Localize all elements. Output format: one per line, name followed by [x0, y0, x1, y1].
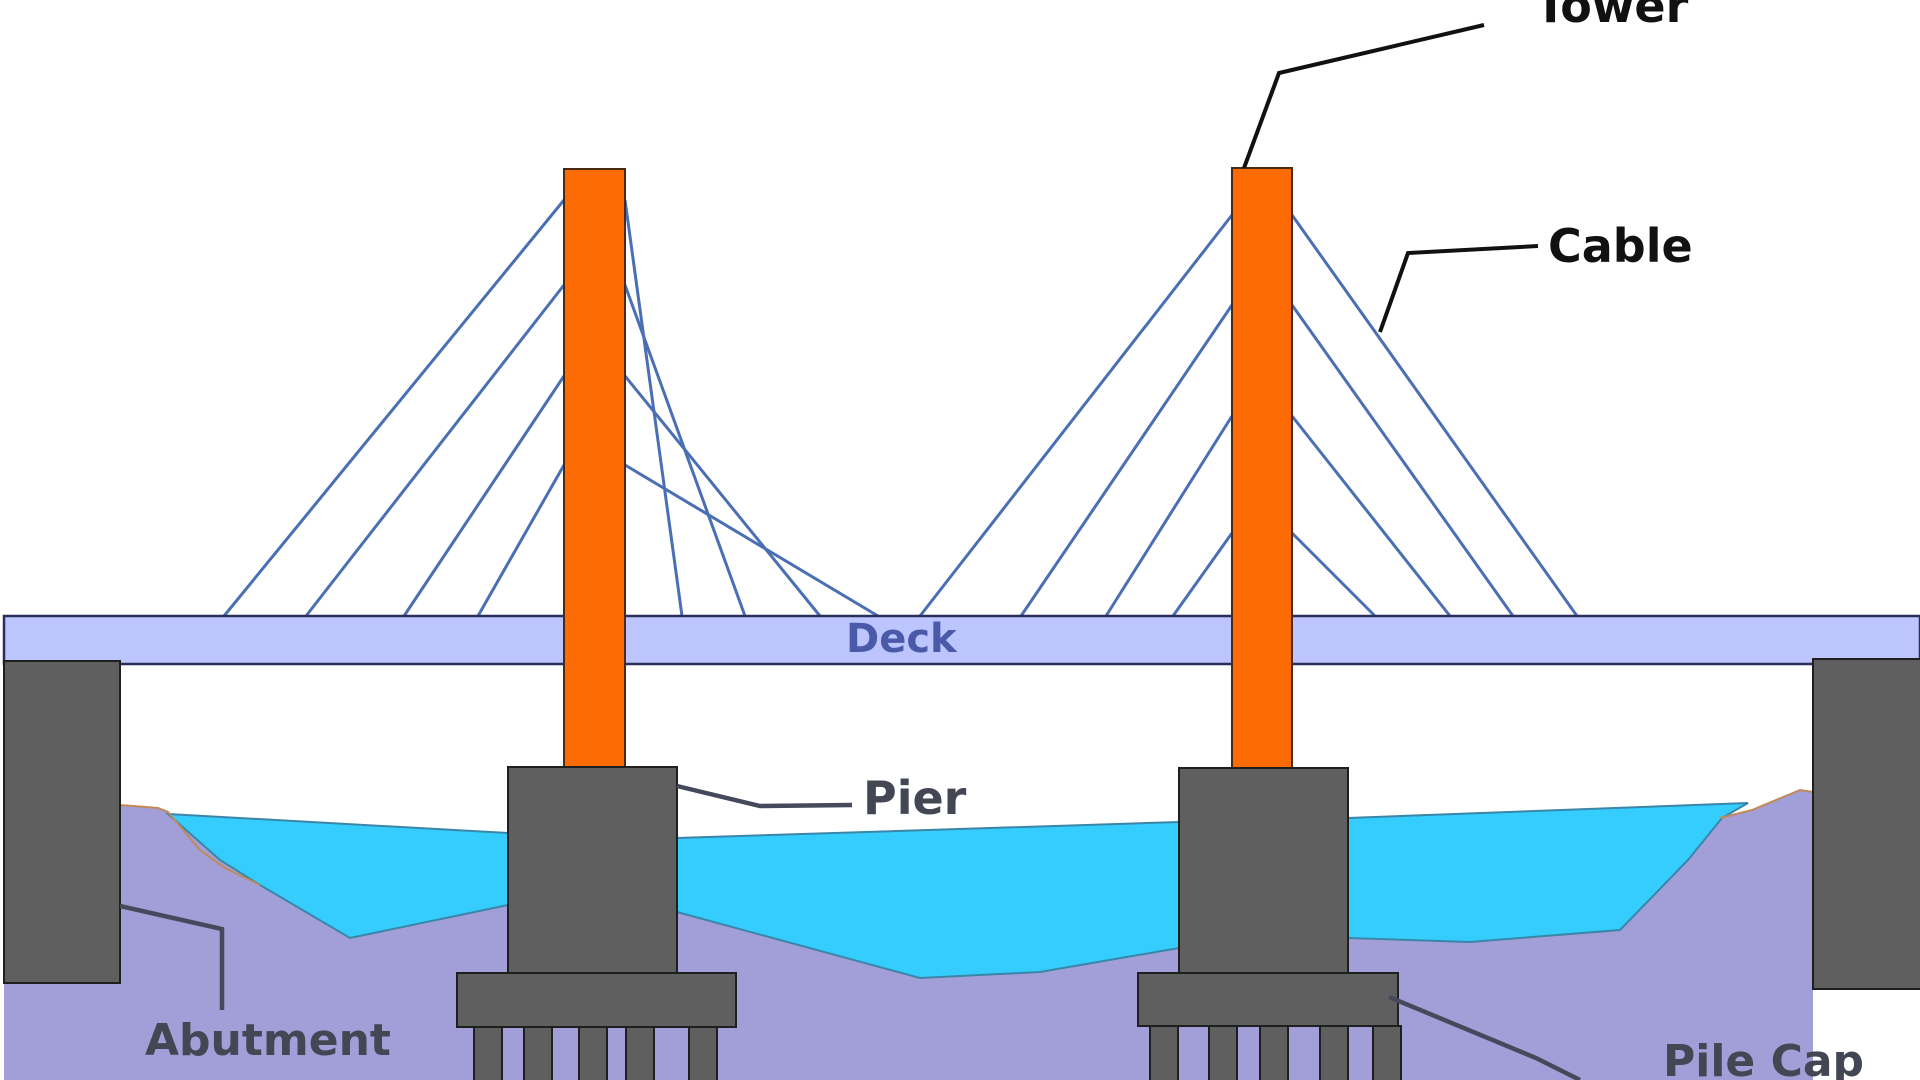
tower-left-cable-right-4: [624, 463, 879, 618]
tower-left-cable-left-1: [222, 199, 566, 617]
deck: [2, 614, 1920, 666]
piles-group: [473, 1025, 1402, 1080]
piles-left-pile-3: [578, 1026, 608, 1080]
piles-left-pile-1: [473, 1026, 503, 1080]
piles-right-pile-5: [1372, 1025, 1402, 1080]
piles-right-pile-3: [1259, 1025, 1289, 1080]
piles-left-pile-5: [688, 1026, 718, 1080]
tower-left: [563, 168, 626, 770]
abutment-label: Abutment: [145, 1015, 391, 1066]
pier-leader-line: [676, 783, 853, 809]
pile-cap-label: Pile Cap: [1663, 1036, 1864, 1080]
tower-left-cable-left-2: [304, 284, 566, 617]
cables-group: [222, 199, 1579, 618]
tower-right-cable-left-3: [1104, 415, 1234, 617]
tower-right-cable-left-1: [918, 214, 1234, 617]
tower-left-cable-left-3: [402, 375, 566, 617]
tower-right-cable-right-1: [1290, 214, 1579, 617]
pile-cap-right: [1137, 972, 1399, 1027]
tower-right-cable-right-2: [1290, 304, 1515, 617]
tower-right: [1231, 167, 1293, 770]
abutment-leader-line: [119, 903, 225, 1010]
left-bank-edge: [119, 804, 261, 886]
piles-right-pile-2: [1208, 1025, 1238, 1080]
pier-label: Pier: [863, 771, 967, 825]
tower-right-cable-right-3: [1290, 415, 1452, 617]
cable-leader-line: [1378, 244, 1539, 333]
pier-right: [1178, 767, 1349, 974]
tower-left-cable-right-3: [623, 375, 822, 617]
tower-right-cable-left-2: [1019, 304, 1234, 617]
piles-right-pile-1: [1149, 1025, 1179, 1080]
deck-label: Deck: [846, 616, 958, 662]
cable-label: Cable: [1548, 219, 1693, 273]
tower-left-cable-right-1: [623, 199, 684, 617]
tower-label: Tower: [1535, 0, 1689, 33]
piles-right-pile-4: [1319, 1025, 1349, 1080]
piles-left-pile-2: [523, 1026, 553, 1080]
tower-left-cable-left-4: [476, 464, 566, 617]
pile-cap-left: [456, 972, 737, 1028]
abutment-left: [3, 660, 121, 984]
pile-cap-leader-line: [1388, 994, 1582, 1080]
tower-right-cable-left-4: [1171, 532, 1234, 617]
pier-left: [507, 766, 678, 974]
piles-left-pile-4: [625, 1026, 655, 1080]
tower-leader-line: [1242, 23, 1485, 169]
tower-right-cable-right-4: [1290, 531, 1377, 618]
right-bank-edge: [1719, 788, 1814, 819]
abutment-right: [1812, 658, 1920, 990]
